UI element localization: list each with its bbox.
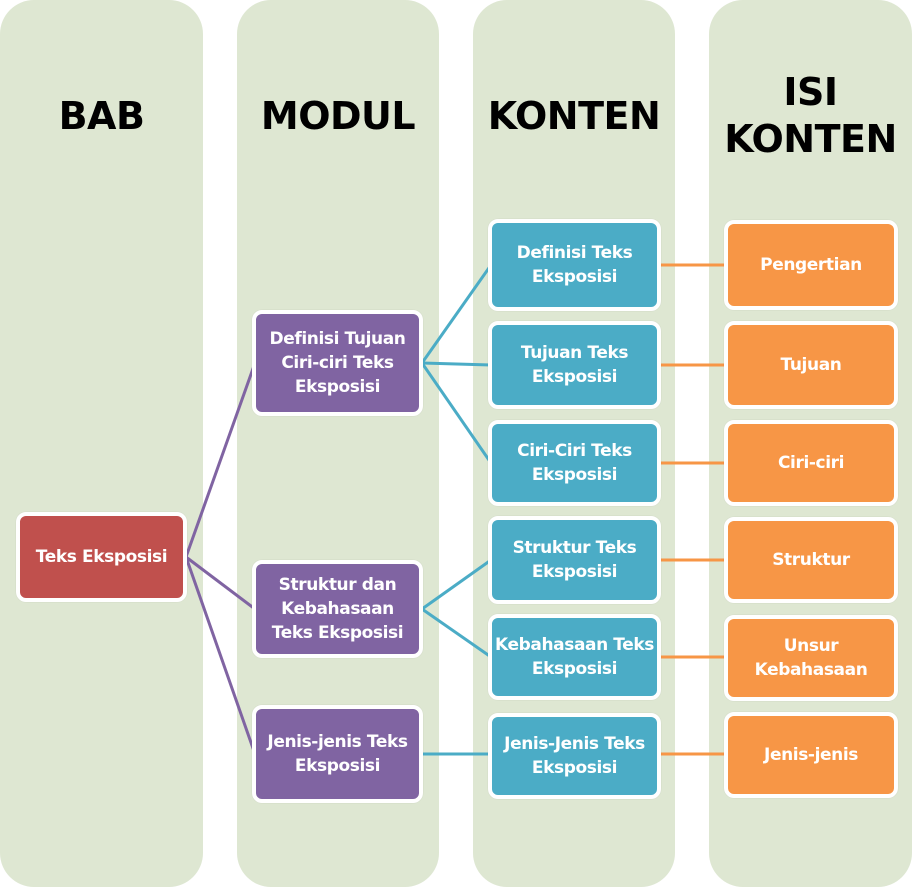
node-label: Ciri-ciri [777, 453, 845, 473]
node-label: Tujuan [780, 355, 842, 375]
link-modul-konten-2 [420, 362, 493, 464]
node-label: Kebahasaan Teks Eksposisi [495, 635, 654, 679]
node-modul-1[interactable]: Struktur dan Kebahasaan Teks Eksposisi [252, 560, 423, 658]
node-bab-teks-eksposisi[interactable]: Teks Eksposisi [16, 512, 187, 602]
node-label: Struktur [772, 550, 850, 570]
link-bab-modul-0 [184, 362, 257, 558]
node-label: Struktur dan Kebahasaan Teks Eksposisi [271, 575, 404, 643]
node-isi-jenis-jenis[interactable]: Jenis-jenis [724, 712, 898, 798]
node-isi-unsur-kebahasaan[interactable]: Unsur Kebahasaan [724, 615, 898, 701]
node-isi-tujuan[interactable]: Tujuan [724, 321, 898, 409]
node-label: Unsur Kebahasaan [754, 636, 868, 680]
link-modul-konten-1 [421, 361, 492, 367]
node-konten-4[interactable]: Kebahasaan Teks Eksposisi [488, 614, 661, 700]
node-label: Definisi Teks Eksposisi [516, 243, 633, 287]
node-label: Jenis-jenis [764, 745, 858, 765]
node-konten-3[interactable]: Struktur Teks Eksposisi [488, 516, 661, 604]
node-isi-struktur[interactable]: Struktur [724, 517, 898, 603]
node-label: Jenis-jenis Teks Eksposisi [267, 732, 408, 776]
column-title-isi-konten: KONTEN [724, 117, 897, 161]
link-modul-konten-4 [421, 607, 492, 659]
node-modul-0[interactable]: Definisi Tujuan Ciri-ciri Teks Eksposisi [252, 310, 423, 416]
column-bab: BAB [0, 0, 203, 887]
node-label: Definisi Tujuan Ciri-ciri Teks Eksposisi [269, 329, 406, 397]
link-modul-konten-3 [421, 558, 492, 611]
node-modul-2[interactable]: Jenis-jenis Teks Eksposisi [252, 705, 423, 803]
node-konten-0[interactable]: Definisi Teks Eksposisi [488, 219, 661, 311]
column-title-isi: ISI [783, 70, 838, 114]
node-isi-pengertian[interactable]: Pengertian [724, 220, 898, 310]
link-modul-konten-0 [420, 264, 493, 364]
node-label: Tujuan Teks Eksposisi [520, 343, 629, 387]
link-bab-modul-1 [185, 555, 256, 611]
node-isi-ciri-ciri[interactable]: Ciri-ciri [724, 420, 898, 506]
node-konten-5[interactable]: Jenis-Jenis Teks Eksposisi [488, 713, 661, 799]
node-label: Jenis-Jenis Teks Eksposisi [504, 734, 645, 778]
node-konten-1[interactable]: Tujuan Teks Eksposisi [488, 321, 661, 409]
link-bab-modul-2 [184, 556, 257, 755]
node-label: Struktur Teks Eksposisi [512, 538, 637, 582]
node-label: Pengertian [760, 255, 862, 275]
column-title-konten: KONTEN [487, 94, 661, 138]
node-label: Teks Eksposisi [35, 547, 168, 567]
node-label: Ciri-Ciri Teks Eksposisi [517, 441, 632, 485]
column-title-bab: BAB [58, 94, 145, 138]
node-konten-2[interactable]: Ciri-Ciri Teks Eksposisi [488, 420, 661, 506]
column-title-modul: MODUL [260, 94, 416, 138]
